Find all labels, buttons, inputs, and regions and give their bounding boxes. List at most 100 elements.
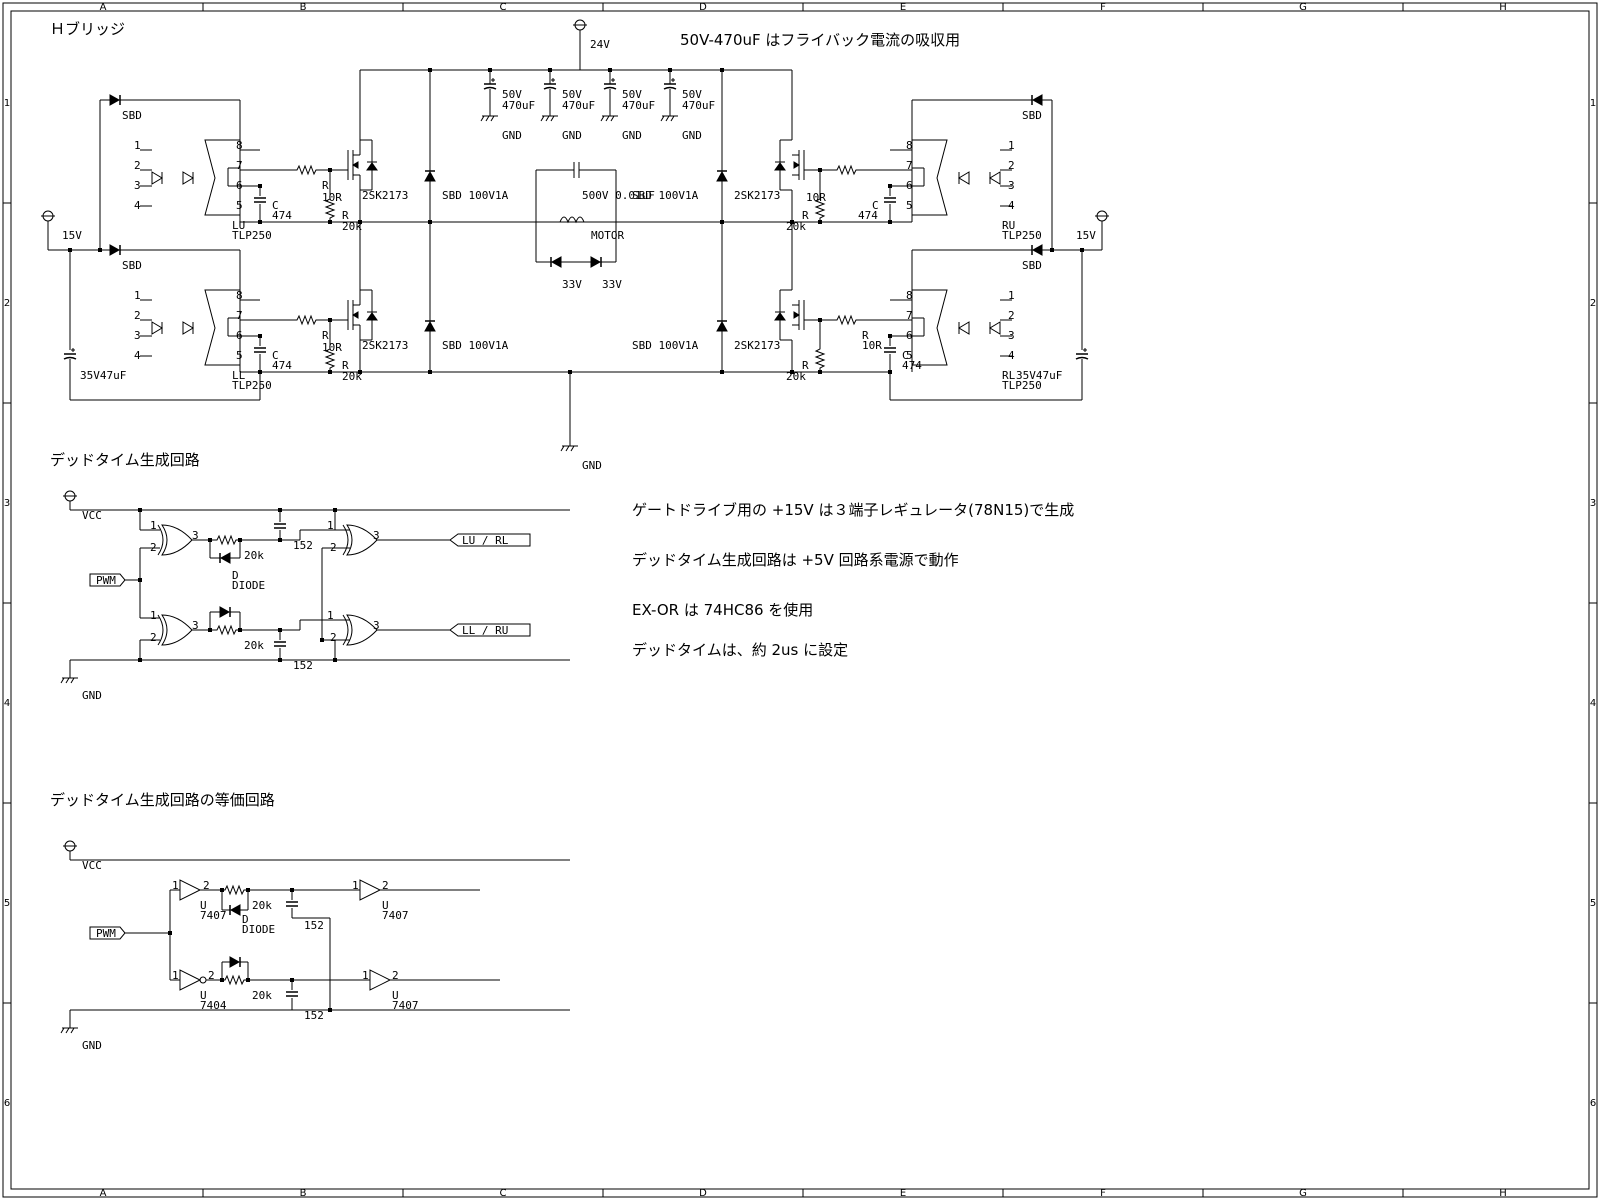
- grid-row-label: 1: [4, 98, 10, 109]
- sbd-label: SBD: [1022, 259, 1042, 272]
- cap-value: 474: [272, 359, 292, 372]
- pin-label: 3: [192, 529, 199, 542]
- gnd-label: GND: [622, 129, 642, 142]
- grid-col-label: H: [1499, 1188, 1507, 1199]
- pin-label: 1: [134, 289, 141, 302]
- pin-label: 1: [362, 969, 369, 982]
- grid-col-label: F: [1100, 2, 1106, 13]
- grid-row-label: 1: [1590, 98, 1596, 109]
- pin-label: 7: [906, 159, 913, 172]
- cap-value: 152: [304, 919, 324, 932]
- grid-row-label: 5: [4, 898, 10, 909]
- sbd-label: SBD: [122, 259, 142, 272]
- grid-col-label: F: [1100, 1188, 1106, 1199]
- gnd-label: GND: [502, 129, 522, 142]
- resistor-value: 20k: [342, 220, 362, 233]
- pin-label: 1: [134, 139, 141, 152]
- grid-col-label: H: [1499, 2, 1507, 13]
- pin-label: 2: [392, 969, 399, 982]
- grid-col-label: G: [1299, 1188, 1307, 1199]
- opto-part: TLP250: [1002, 379, 1042, 392]
- pin-label: 2: [1008, 159, 1015, 172]
- power-note: デッドタイム生成回路は +5V 回路系電源で動作: [632, 551, 959, 569]
- cap-value: 474: [902, 359, 922, 372]
- grid-row-label: 6: [1590, 1098, 1596, 1109]
- sbd-label: SBD: [1022, 109, 1042, 122]
- pin-label: 1: [1008, 289, 1015, 302]
- pin-label: 3: [134, 179, 141, 192]
- pin-label: 4: [134, 199, 141, 212]
- grid-row-label: 3: [1590, 498, 1596, 509]
- opto-part: TLP250: [232, 379, 272, 392]
- gnd-label: GND: [562, 129, 582, 142]
- cap-voltage: 50V: [502, 88, 522, 101]
- mosfet-label: 2SK2173: [362, 339, 408, 352]
- pin-label: 3: [1008, 329, 1015, 342]
- equivalent-circuit: [60, 840, 570, 1034]
- hbridge-title: Ｈブリッジ: [50, 20, 125, 38]
- pin-label: 2: [208, 969, 215, 982]
- grid-row-label: 4: [1590, 698, 1596, 709]
- cap-voltage: 50V: [682, 88, 702, 101]
- pin-label: 6: [236, 179, 243, 192]
- opto-part: TLP250: [232, 229, 272, 242]
- vcc-label: VCC: [82, 859, 102, 872]
- sbd-rating: SBD 100V1A: [442, 339, 509, 352]
- grid-col-label: A: [100, 1188, 107, 1199]
- port-lu-rl: LU / RL: [462, 534, 509, 547]
- resistor-label: R: [322, 179, 329, 192]
- resistor-value: 20k: [786, 370, 806, 383]
- flyback-note: 50V-470uF はフライバック電流の吸収用: [680, 31, 960, 49]
- gate-drive-note: ゲートドライブ用の +15V は３端子レギュレータ(78N15)で生成: [632, 501, 1074, 519]
- pin-label: 5: [906, 199, 913, 212]
- pin-label: 5: [906, 349, 913, 362]
- gnd-label: GND: [82, 1039, 102, 1052]
- grid-col-label: C: [500, 1188, 507, 1199]
- deadtime-title: デッドタイム生成回路: [50, 451, 200, 469]
- ic-ref: U: [200, 899, 207, 912]
- resistor-value: 20k: [252, 989, 272, 1002]
- pin-label: 5: [236, 199, 243, 212]
- cap-value: 474: [272, 209, 292, 222]
- cap-value: 152: [293, 659, 313, 672]
- cap-label: C: [272, 349, 279, 362]
- grid-row-label: 6: [4, 1098, 10, 1109]
- pin-label: 6: [236, 329, 243, 342]
- ic-ref: U: [392, 989, 399, 1002]
- grid-col-label: B: [300, 2, 307, 13]
- sbd-label: SBD: [122, 109, 142, 122]
- deadtime-note: デッドタイムは、約 2us に設定: [632, 641, 848, 659]
- resistor-value: 20k: [252, 899, 272, 912]
- cap-value: 152: [293, 539, 313, 552]
- pin-label: 3: [373, 619, 380, 632]
- cap-label: C: [872, 199, 879, 212]
- cap35-label: 35V47uF: [1016, 369, 1062, 382]
- ic-ref: U: [200, 989, 207, 1002]
- pin-label: 2: [330, 631, 337, 644]
- pin-label: 4: [1008, 199, 1015, 212]
- pin-label: 8: [236, 139, 243, 152]
- opto-ll-label: LL: [232, 369, 246, 382]
- pin-label: 3: [373, 529, 380, 542]
- sbd-rating: SBD 100V1A: [442, 189, 509, 202]
- cap-value: 152: [304, 1009, 324, 1022]
- pin-label: 1: [327, 519, 334, 532]
- pwm-port: PWM: [96, 574, 116, 587]
- pin-label: 8: [906, 139, 913, 152]
- gnd-label: GND: [582, 459, 602, 472]
- resistor-label: R: [802, 359, 809, 372]
- pin-label: 5: [236, 349, 243, 362]
- motor-cap-label: 500V 0.01uF: [582, 189, 655, 202]
- pin-label: 2: [382, 879, 389, 892]
- diode-label: DIODE: [242, 923, 275, 936]
- pin-label: 8: [906, 289, 913, 302]
- pin-label: 3: [1008, 179, 1015, 192]
- grid-col-label: D: [699, 2, 707, 13]
- grid-col-label: E: [900, 2, 906, 13]
- resistor-label: R: [342, 359, 349, 372]
- pin-label: 8: [236, 289, 243, 302]
- pin-label: 7: [906, 309, 913, 322]
- cap-value: 470uF: [682, 99, 715, 112]
- pin-label: 2: [150, 631, 157, 644]
